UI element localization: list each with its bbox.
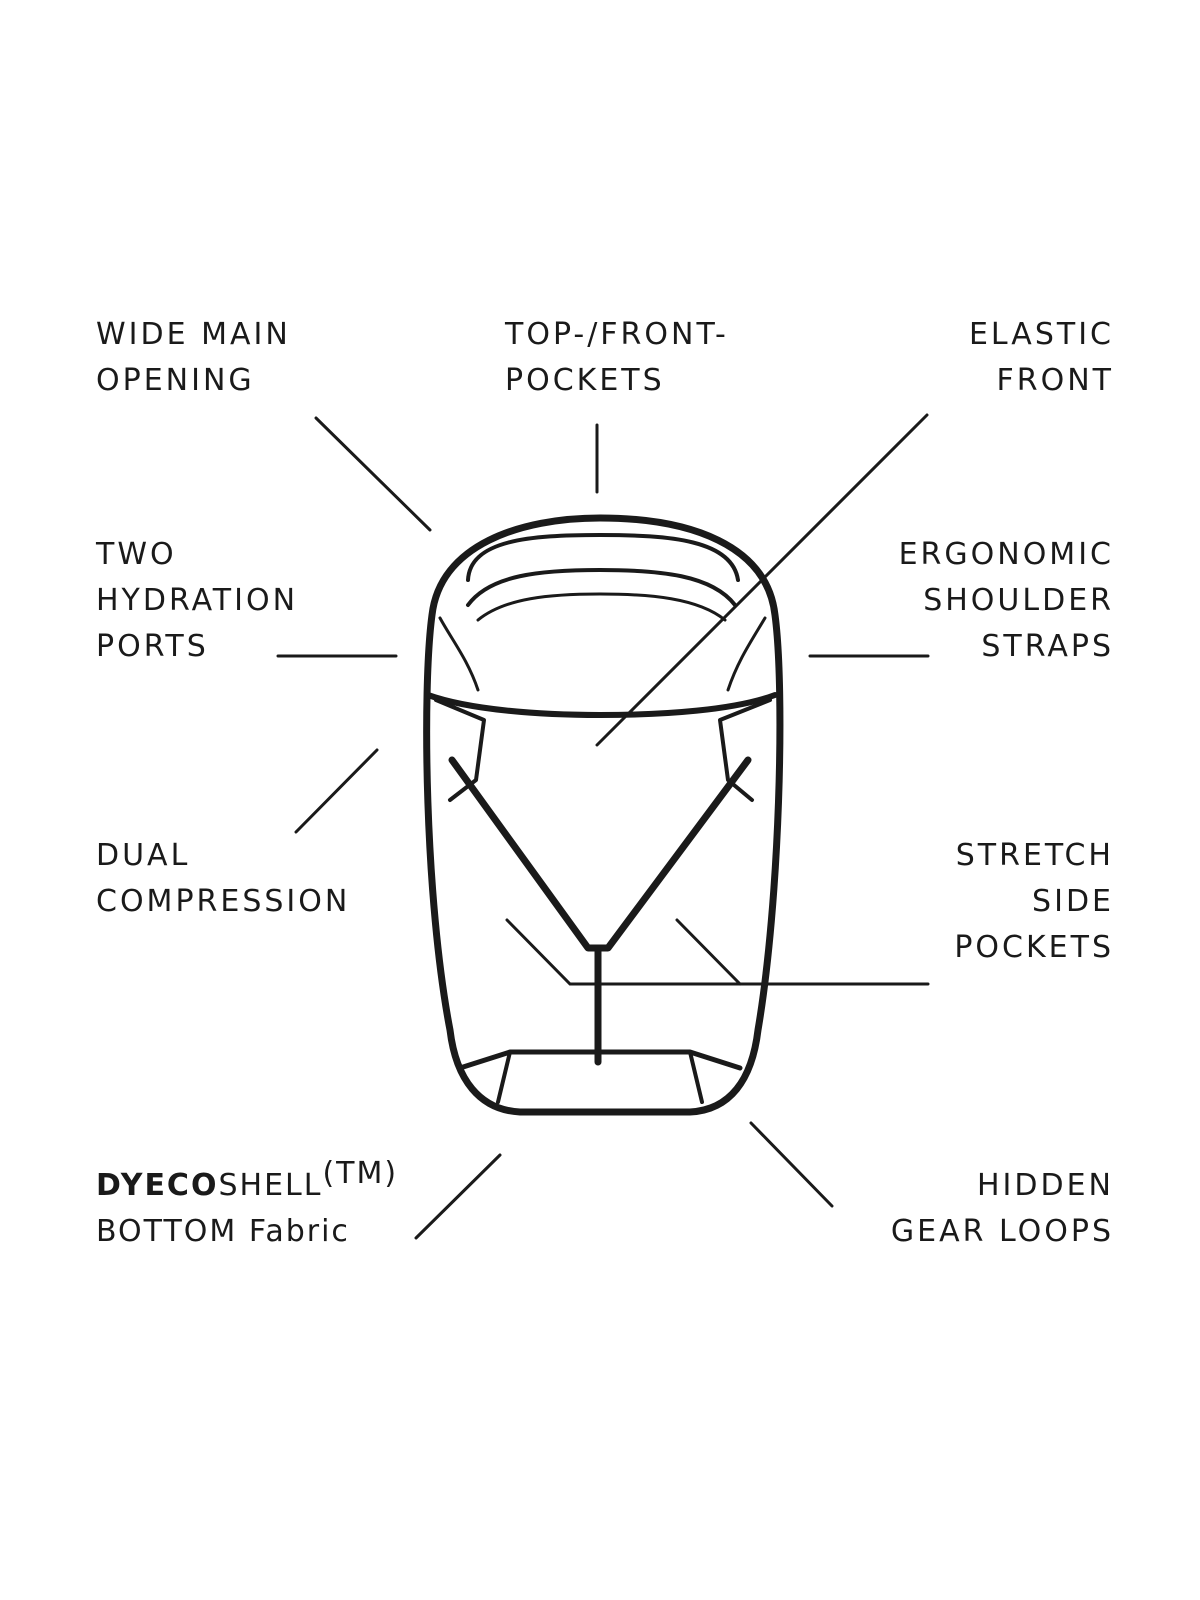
label-line: HIDDEN xyxy=(976,1168,1114,1203)
collar-band xyxy=(425,692,778,718)
label-line: TOP-/FRONT- xyxy=(505,317,729,352)
label-dual-compression: DUAL COMPRESSION xyxy=(96,833,350,925)
opening-curve-inner xyxy=(476,592,727,622)
left-strap-top xyxy=(438,616,480,692)
label-line: OPENING xyxy=(96,363,255,398)
right-strap-top xyxy=(726,616,767,692)
label-line: ERGONOMIC xyxy=(898,537,1114,572)
backpack-outline xyxy=(423,514,784,1116)
label-line: POCKETS xyxy=(505,363,665,398)
label-elastic-front: ELASTIC FRONT xyxy=(969,312,1114,404)
label-line: TWO xyxy=(96,537,177,572)
label-line: GEAR LOOPS xyxy=(890,1214,1114,1249)
label-ergonomic-shoulder-straps: ERGONOMIC SHOULDER STRAPS xyxy=(899,532,1114,670)
bottom-right-edge xyxy=(688,1050,704,1104)
brand-bold-text: DYECO xyxy=(96,1168,219,1203)
label-line: HYDRATION xyxy=(96,583,299,618)
leader-wide-main-opening xyxy=(314,416,432,532)
bottom-panel xyxy=(457,1049,743,1071)
label-line: ELASTIC xyxy=(968,317,1114,352)
leader-bottom-fabric xyxy=(414,1153,502,1240)
label-wide-main-opening: WIDE MAIN OPENING xyxy=(96,312,291,404)
top-rim xyxy=(466,533,740,582)
label-hidden-gear-loops: HIDDEN GEAR LOOPS xyxy=(891,1163,1114,1255)
leader-elastic-front xyxy=(595,413,929,747)
label-bottom-fabric: DYECOSHELL(TM) BOTTOM Fabric xyxy=(96,1156,398,1255)
label-line: SIDE xyxy=(1032,884,1114,919)
label-line: WIDE MAIN xyxy=(96,317,291,352)
trademark-mark: (TM) xyxy=(322,1156,399,1191)
leader-stretch-side-pockets xyxy=(505,918,930,986)
label-line: COMPRESSION xyxy=(96,884,351,919)
label-line: PORTS xyxy=(96,629,209,664)
label-line: POCKETS xyxy=(954,930,1114,965)
brand-rest-text: SHELL xyxy=(218,1168,323,1203)
bottom-left-edge xyxy=(496,1050,512,1104)
right-side-panel xyxy=(718,698,772,802)
label-line: DYECOSHELL(TM) xyxy=(96,1156,398,1209)
leader-hidden-gear-loops xyxy=(749,1121,834,1208)
label-stretch-side-pockets: STRETCH SIDE POCKETS xyxy=(954,833,1114,971)
label-line: STRAPS xyxy=(981,629,1114,664)
leader-stretch-side-pockets-branch xyxy=(675,918,742,986)
opening-curve-outer xyxy=(466,568,737,607)
label-line: STRETCH xyxy=(955,838,1114,873)
label-line: DUAL xyxy=(96,838,191,873)
label-line: FRONT xyxy=(996,363,1114,398)
leader-dual-compression xyxy=(294,748,379,834)
label-line: SHOULDER xyxy=(923,583,1114,618)
compression-v xyxy=(448,756,752,952)
label-line: BOTTOM Fabric xyxy=(96,1214,350,1249)
label-two-hydration-ports: TWO HYDRATION PORTS xyxy=(96,532,298,670)
label-top-front-pockets: TOP-/FRONT- POCKETS xyxy=(505,312,729,404)
left-side-panel xyxy=(434,698,486,802)
